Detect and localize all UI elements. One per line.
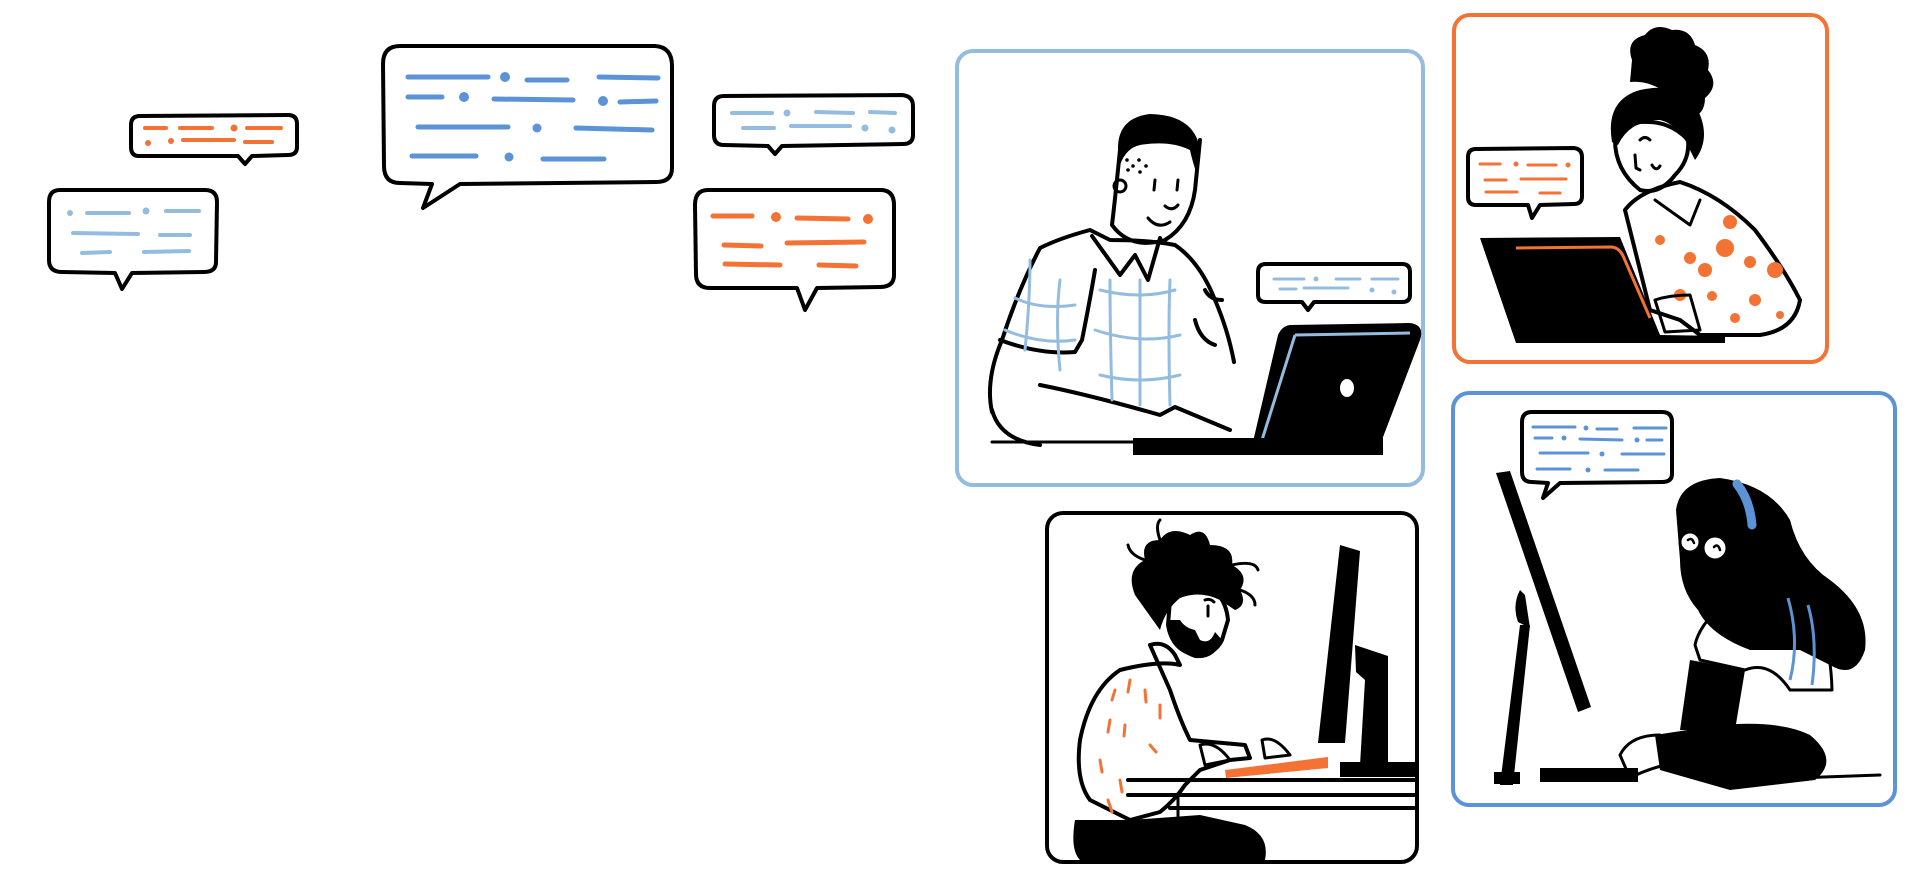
panel-woman-desktop-bubble <box>1520 410 1674 500</box>
bubble-blue-large <box>381 44 674 210</box>
panel-man-laptop-bubble <box>1256 262 1412 312</box>
bubble-lightblue-right <box>712 93 915 156</box>
panel-man-laptop <box>955 49 1425 487</box>
laptop-icon <box>1480 237 1725 343</box>
panel-woman-desktop <box>1451 391 1897 807</box>
bubble-lightblue-left <box>47 188 219 291</box>
bubble-orange-right <box>693 188 896 312</box>
bubble-orange-small <box>129 113 299 166</box>
panel-woman-laptop <box>1452 13 1829 364</box>
panel-man-desktop <box>1045 511 1419 864</box>
laptop-icon <box>1252 323 1422 446</box>
panel-woman-laptop-bubble <box>1466 146 1584 220</box>
frame-blue <box>1451 391 1897 807</box>
